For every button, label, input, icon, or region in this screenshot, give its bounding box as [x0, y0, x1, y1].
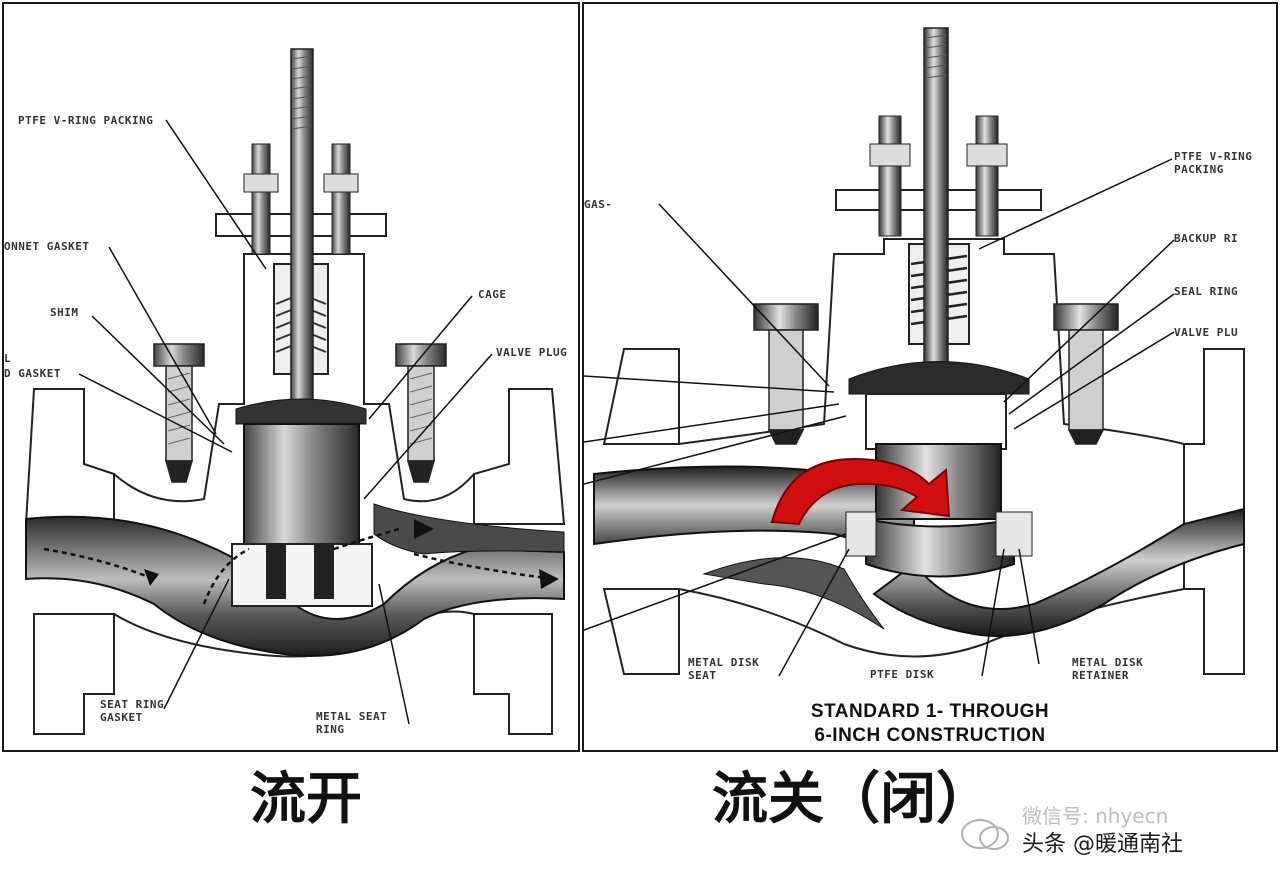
- wechat-logo-icon: [961, 819, 1009, 850]
- label-backup-ring: BACKUP RI: [1174, 232, 1239, 245]
- label-cage: CAGE: [478, 288, 507, 301]
- label-bonnet-gasket: ONNET GASKET: [4, 240, 90, 253]
- flow-close-valve-drawing: [584, 27, 1245, 677]
- flow-direction-arrow: [770, 457, 951, 526]
- watermark-toutiao-account: 头条 @暖通南社: [1022, 832, 1183, 857]
- label-ptfe-v-ring-packing: PTFE V-RING PACKING: [18, 114, 154, 127]
- label-metal-disk-seat: METAL DISK SEAT: [688, 656, 760, 682]
- label-metal-disk-retainer: METAL DISK RETAINER: [1072, 656, 1144, 682]
- label-l-fragment: L: [4, 352, 12, 365]
- label-gasket-fragment: GAS-: [584, 198, 613, 211]
- label-shim: SHIM: [50, 306, 79, 319]
- flow-open-valve-drawing: [24, 48, 566, 735]
- label-valve-plug: VALVE PLUG: [496, 346, 568, 359]
- label-seal-ring: SEAL RING: [1174, 285, 1239, 298]
- flow-open-diagram-panel: PTFE V-RING PACKING ONNET GASKET SHIM L …: [2, 2, 580, 752]
- label-d-gasket: D GASKET: [4, 367, 61, 380]
- standard-construction-line-1: STANDARD 1- THROUGH: [810, 701, 1050, 722]
- caption-flow-close: 流关（闭）: [712, 767, 992, 832]
- flow-close-diagram-panel: GAS- PTFE V-RING PACKING BACKUP RI SEAL …: [582, 2, 1278, 752]
- watermark-wechat-id: 微信号: nhyecn: [1022, 804, 1169, 828]
- label-ptfe-disk: PTFE DISK: [870, 668, 935, 681]
- caption-flow-open: 流开: [250, 767, 362, 832]
- standard-construction-line-2: 6-INCH CONSTRUCTION: [814, 725, 1046, 746]
- label-valve-plug-right: VALVE PLU: [1174, 326, 1239, 339]
- label-metal-seat-ring: METAL SEAT RING: [316, 710, 388, 736]
- label-seat-ring-gasket: SEAT RING GASKET: [100, 698, 165, 724]
- label-ptfe-v-ring-packing-right: PTFE V-RING PACKING: [1174, 150, 1253, 176]
